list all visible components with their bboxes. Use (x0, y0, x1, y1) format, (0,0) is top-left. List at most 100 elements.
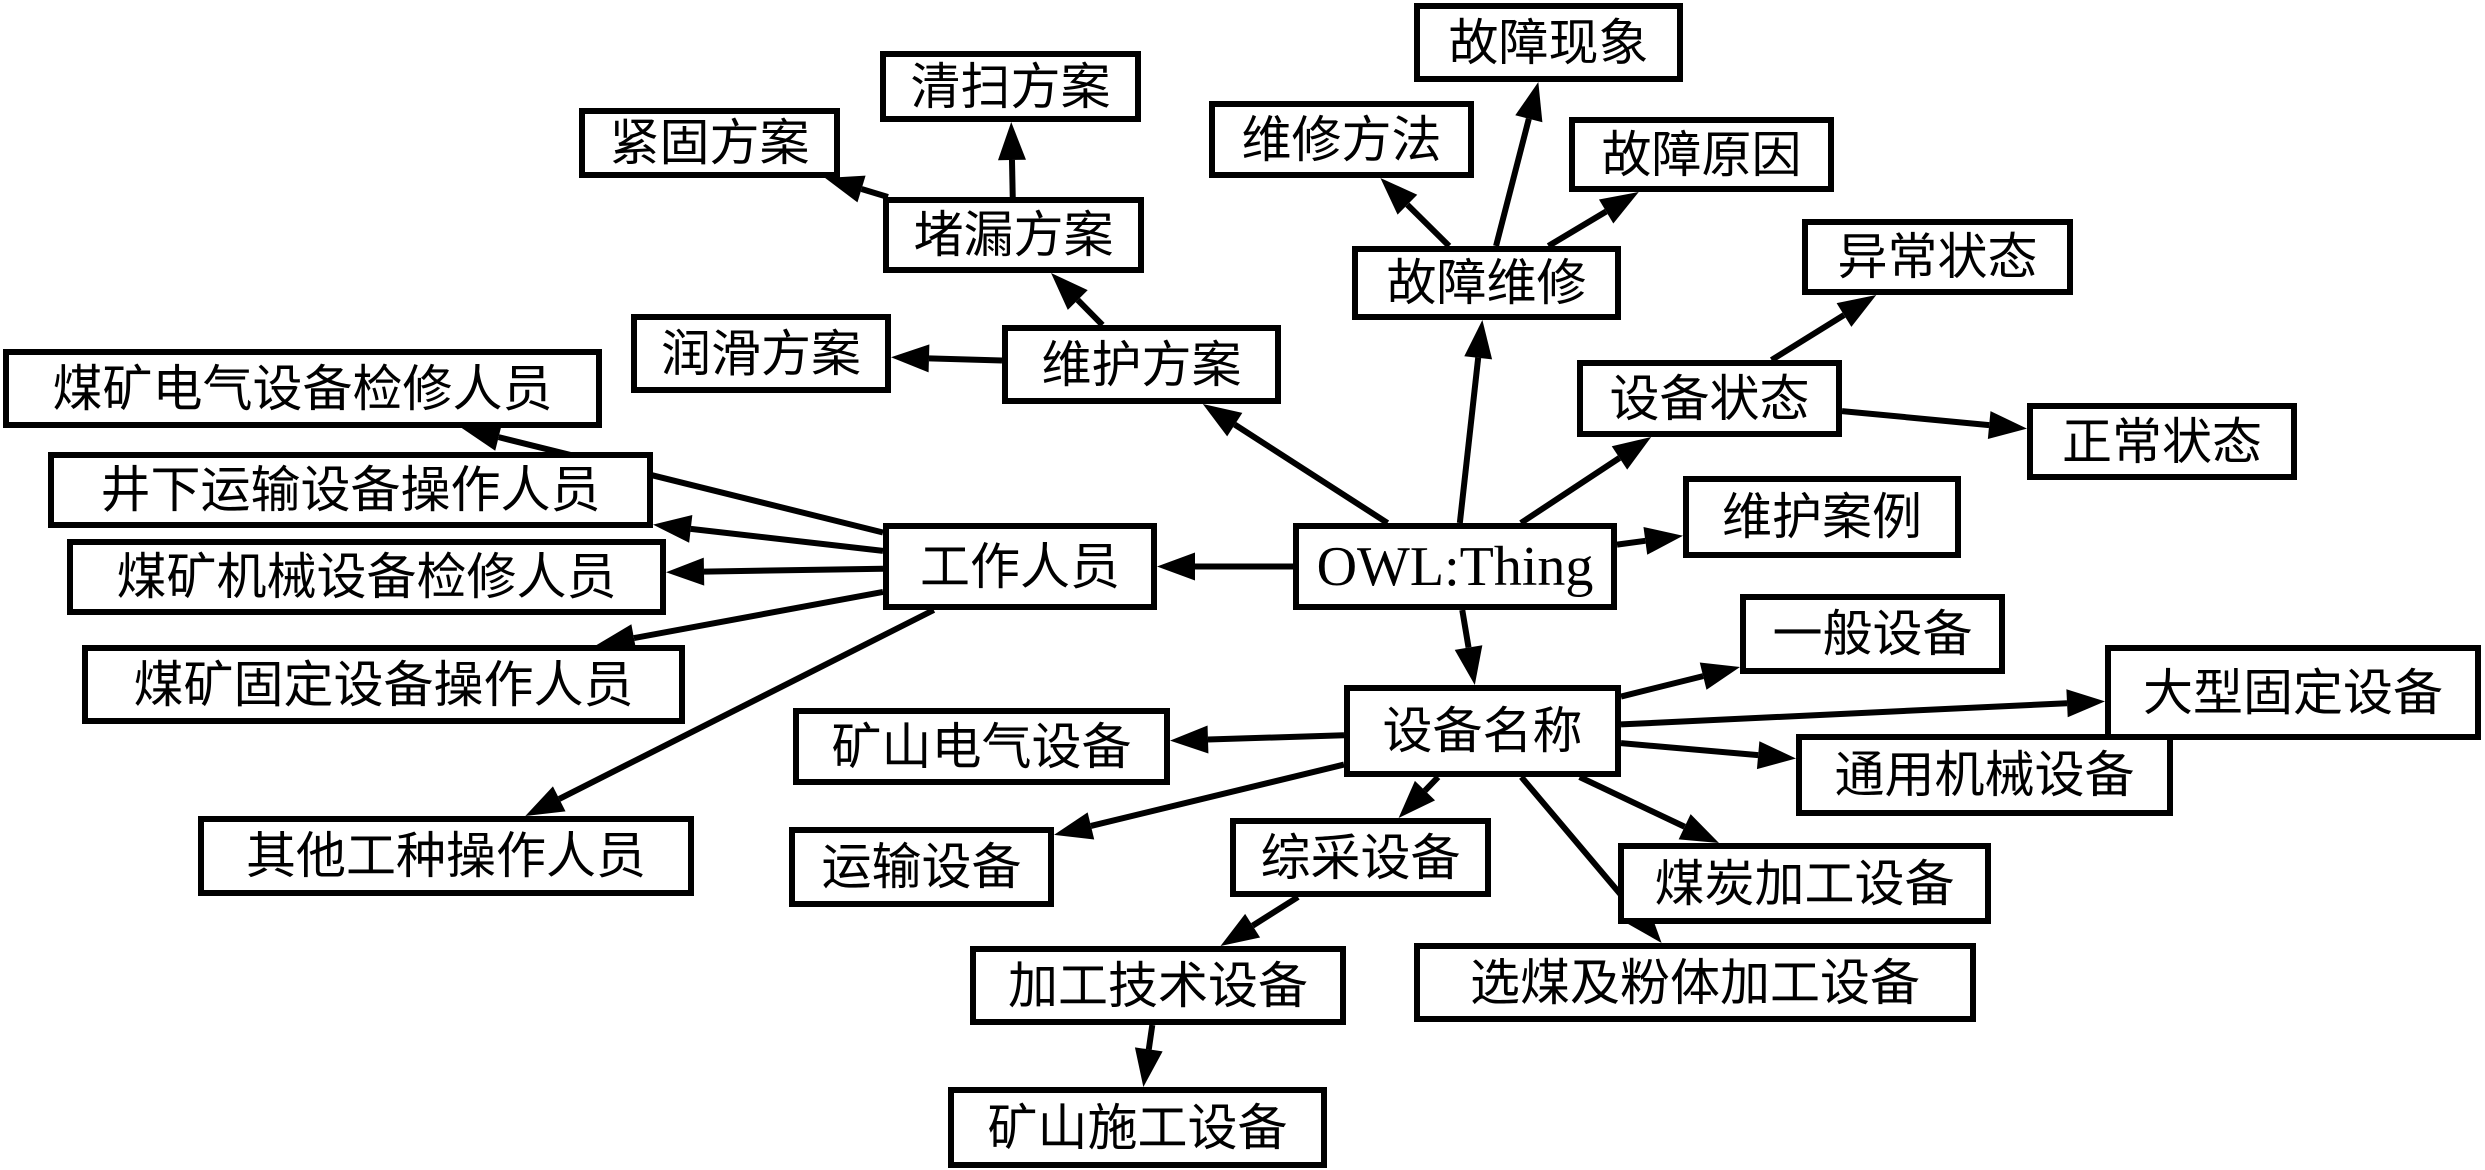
arrowhead-icon (1643, 526, 1683, 555)
edge-line (1519, 455, 1622, 526)
arrowhead-icon (891, 344, 930, 373)
edge-fault_repair-to-fault_phen (1493, 82, 1543, 247)
edge-line (1459, 609, 1472, 649)
arrowhead-icon (1157, 552, 1195, 581)
edge-line (1620, 700, 2068, 728)
edge-proc_tech-to-mine_const (1134, 1024, 1163, 1087)
edge-line (1422, 774, 1441, 793)
edge-line (1769, 312, 1846, 363)
arrowhead-icon (1398, 780, 1436, 818)
arrowhead-icon (1987, 411, 2027, 440)
node-fully-mechanized-equipment: 综采设备 (1230, 818, 1491, 897)
node-underground-transport-operator: 井下运输设备操作人员 (48, 452, 653, 528)
arrowhead-icon (1699, 662, 1740, 690)
node-general-equipment: 一般设备 (1740, 594, 2005, 674)
edge-staff-to-mech_repair (666, 557, 884, 586)
edge-line (1075, 297, 1105, 328)
arrowhead-icon (1515, 82, 1543, 123)
arrowhead-icon (2066, 689, 2105, 718)
edge-staff-to-under_transport (653, 514, 884, 554)
edge-plug-to-fasten (825, 175, 889, 203)
edge-fully_mech-to-proc_tech (1220, 894, 1300, 946)
node-mine-construction-equipment: 矿山施工设备 (948, 1087, 1327, 1168)
edge-root-to-fault_repair (1456, 320, 1493, 524)
edge-root-to-staff (1157, 552, 1293, 581)
edge-line (703, 565, 884, 575)
edge-line (633, 588, 884, 642)
edge-line (1519, 775, 1640, 916)
edge-maint_plan-to-plug (1051, 273, 1105, 328)
arrowhead-icon (997, 122, 1026, 161)
arrowhead-icon (461, 423, 502, 451)
edge-dev_name-to-fully_mech (1398, 774, 1441, 818)
edge-line (1090, 761, 1345, 829)
arrowhead-icon (1836, 295, 1877, 327)
edge-line (928, 355, 1003, 364)
edge-dev_name-to-large_fixed (1620, 689, 2105, 728)
edge-staff-to-other_op (525, 607, 936, 816)
arrowhead-icon (653, 514, 693, 543)
node-mechanical-repair-staff: 煤矿机械设备检修人员 (67, 539, 666, 615)
edge-dev_name-to-transport (1054, 761, 1345, 840)
arrowhead-icon (1170, 725, 1209, 754)
edge-line (557, 607, 936, 802)
node-maintenance-plan: 维护方案 (1002, 325, 1281, 404)
edge-line (1251, 894, 1300, 929)
node-fault-cause: 故障原因 (1569, 117, 1834, 192)
edge-line (690, 525, 884, 554)
node-fault-phenomenon: 故障现象 (1414, 3, 1683, 82)
node-fixed-equipment-operator: 煤矿固定设备操作人员 (82, 645, 685, 724)
edge-line (1405, 202, 1452, 249)
edge-line (1578, 774, 1686, 830)
arrowhead-icon (1220, 913, 1261, 946)
edge-fault_repair-to-repair_method (1380, 178, 1452, 249)
arrowhead-icon (596, 624, 637, 652)
edge-dev_name-to-coal_proc (1578, 774, 1719, 843)
node-coal-processing-equipment: 煤炭加工设备 (1618, 843, 1991, 924)
arrowhead-icon (1454, 645, 1483, 685)
node-lubrication-plan: 润滑方案 (631, 314, 891, 393)
edge-line (1008, 159, 1016, 198)
edge-line (1546, 208, 1608, 249)
edge-root-to-maint_case (1616, 526, 1683, 555)
edge-root-to-maint_plan (1202, 404, 1390, 526)
arrowhead-icon (1051, 273, 1088, 310)
node-processing-technology-equipment: 加工技术设备 (970, 946, 1346, 1025)
arrowhead-icon (1611, 437, 1652, 470)
node-maintenance-case: 维护案例 (1683, 476, 1961, 558)
node-staff: 工作人员 (883, 523, 1157, 610)
edge-maint_plan-to-lube (891, 344, 1003, 373)
edge-line (1620, 740, 1759, 759)
node-repair-method: 维修方法 (1209, 101, 1474, 178)
node-leak-plugging-plan: 堵漏方案 (883, 197, 1144, 273)
node-large-fixed-equipment: 大型固定设备 (2105, 645, 2481, 740)
arrowhead-icon (1464, 320, 1493, 360)
edge-dev_name-to-general_dev (1620, 662, 1740, 700)
edge-staff-to-fixed_op (596, 588, 884, 652)
node-cleaning-plan: 清扫方案 (880, 51, 1141, 122)
node-owl-thing: OWL:Thing (1293, 523, 1617, 610)
node-normal-state: 正常状态 (2027, 403, 2297, 480)
node-general-mechanical-equipment: 通用机械设备 (1796, 734, 2173, 816)
arrowhead-icon (825, 175, 866, 203)
node-other-operator: 其他工种操作人员 (198, 816, 694, 896)
edge-root-to-dev_state (1519, 437, 1652, 526)
edge-line (1456, 357, 1482, 524)
edge-fault_repair-to-fault_cause (1546, 192, 1639, 249)
edge-line (1233, 422, 1390, 526)
edge-dev_state-to-abnormal (1769, 295, 1877, 363)
node-mine-electrical-equipment: 矿山电气设备 (793, 708, 1170, 785)
edge-line (1620, 673, 1704, 700)
node-electrical-repair-staff: 煤矿电气设备检修人员 (3, 349, 602, 428)
edge-line (1616, 537, 1646, 548)
edge-line (860, 186, 889, 200)
arrowhead-icon (1134, 1047, 1163, 1087)
arrowhead-icon (1598, 192, 1639, 224)
arrowhead-icon (1756, 741, 1796, 770)
node-abnormal-state: 异常状态 (1802, 219, 2073, 295)
arrowhead-icon (1054, 812, 1095, 840)
arrowhead-icon (1380, 178, 1418, 215)
edge-line (1207, 732, 1345, 743)
